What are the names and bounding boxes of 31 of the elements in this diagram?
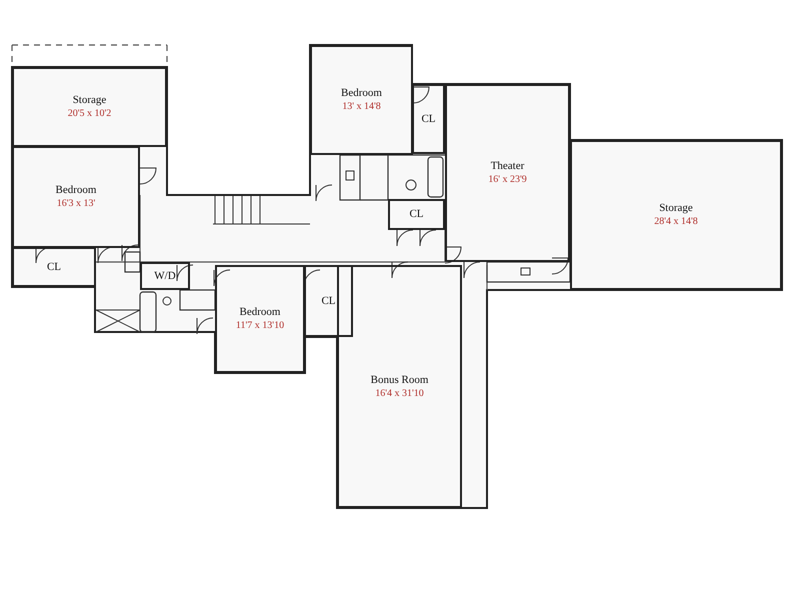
room (12, 247, 96, 287)
room-name: Theater (490, 160, 524, 173)
room-name: Bonus Room (370, 374, 428, 386)
room-dimensions: 16'4 x 31'10 (375, 386, 424, 400)
room-dimensions: 28'4 x 14'8 (654, 215, 698, 228)
room (310, 45, 413, 155)
room-name: Storage (72, 94, 106, 107)
room-name: Bedroom (240, 306, 280, 319)
room (12, 146, 140, 248)
room (412, 84, 445, 154)
room-dimensions: 16'3 x 13' (56, 197, 96, 210)
room-dimensions: 13' x 14'8 (342, 100, 381, 113)
room (337, 265, 462, 508)
room-name: W/D (154, 270, 176, 282)
room (304, 265, 353, 337)
room-name: CL (321, 294, 336, 308)
room-name: Storage (659, 202, 693, 215)
room (570, 140, 782, 290)
room-dimensions: 20'5 x 10'2 (68, 107, 112, 120)
room-dimensions: 11'7 x 13'10 (236, 319, 284, 332)
room-name: CL (46, 260, 62, 274)
room (140, 262, 190, 290)
room-name: Bedroom (341, 87, 382, 100)
room (388, 199, 445, 230)
room (12, 67, 167, 147)
room-name: Bedroom (56, 184, 96, 197)
room-name: CL (409, 208, 424, 221)
room-dimensions: 16' x 23'9 (488, 173, 527, 186)
room (445, 84, 570, 262)
room (215, 265, 305, 373)
room-name: CL (421, 112, 436, 126)
